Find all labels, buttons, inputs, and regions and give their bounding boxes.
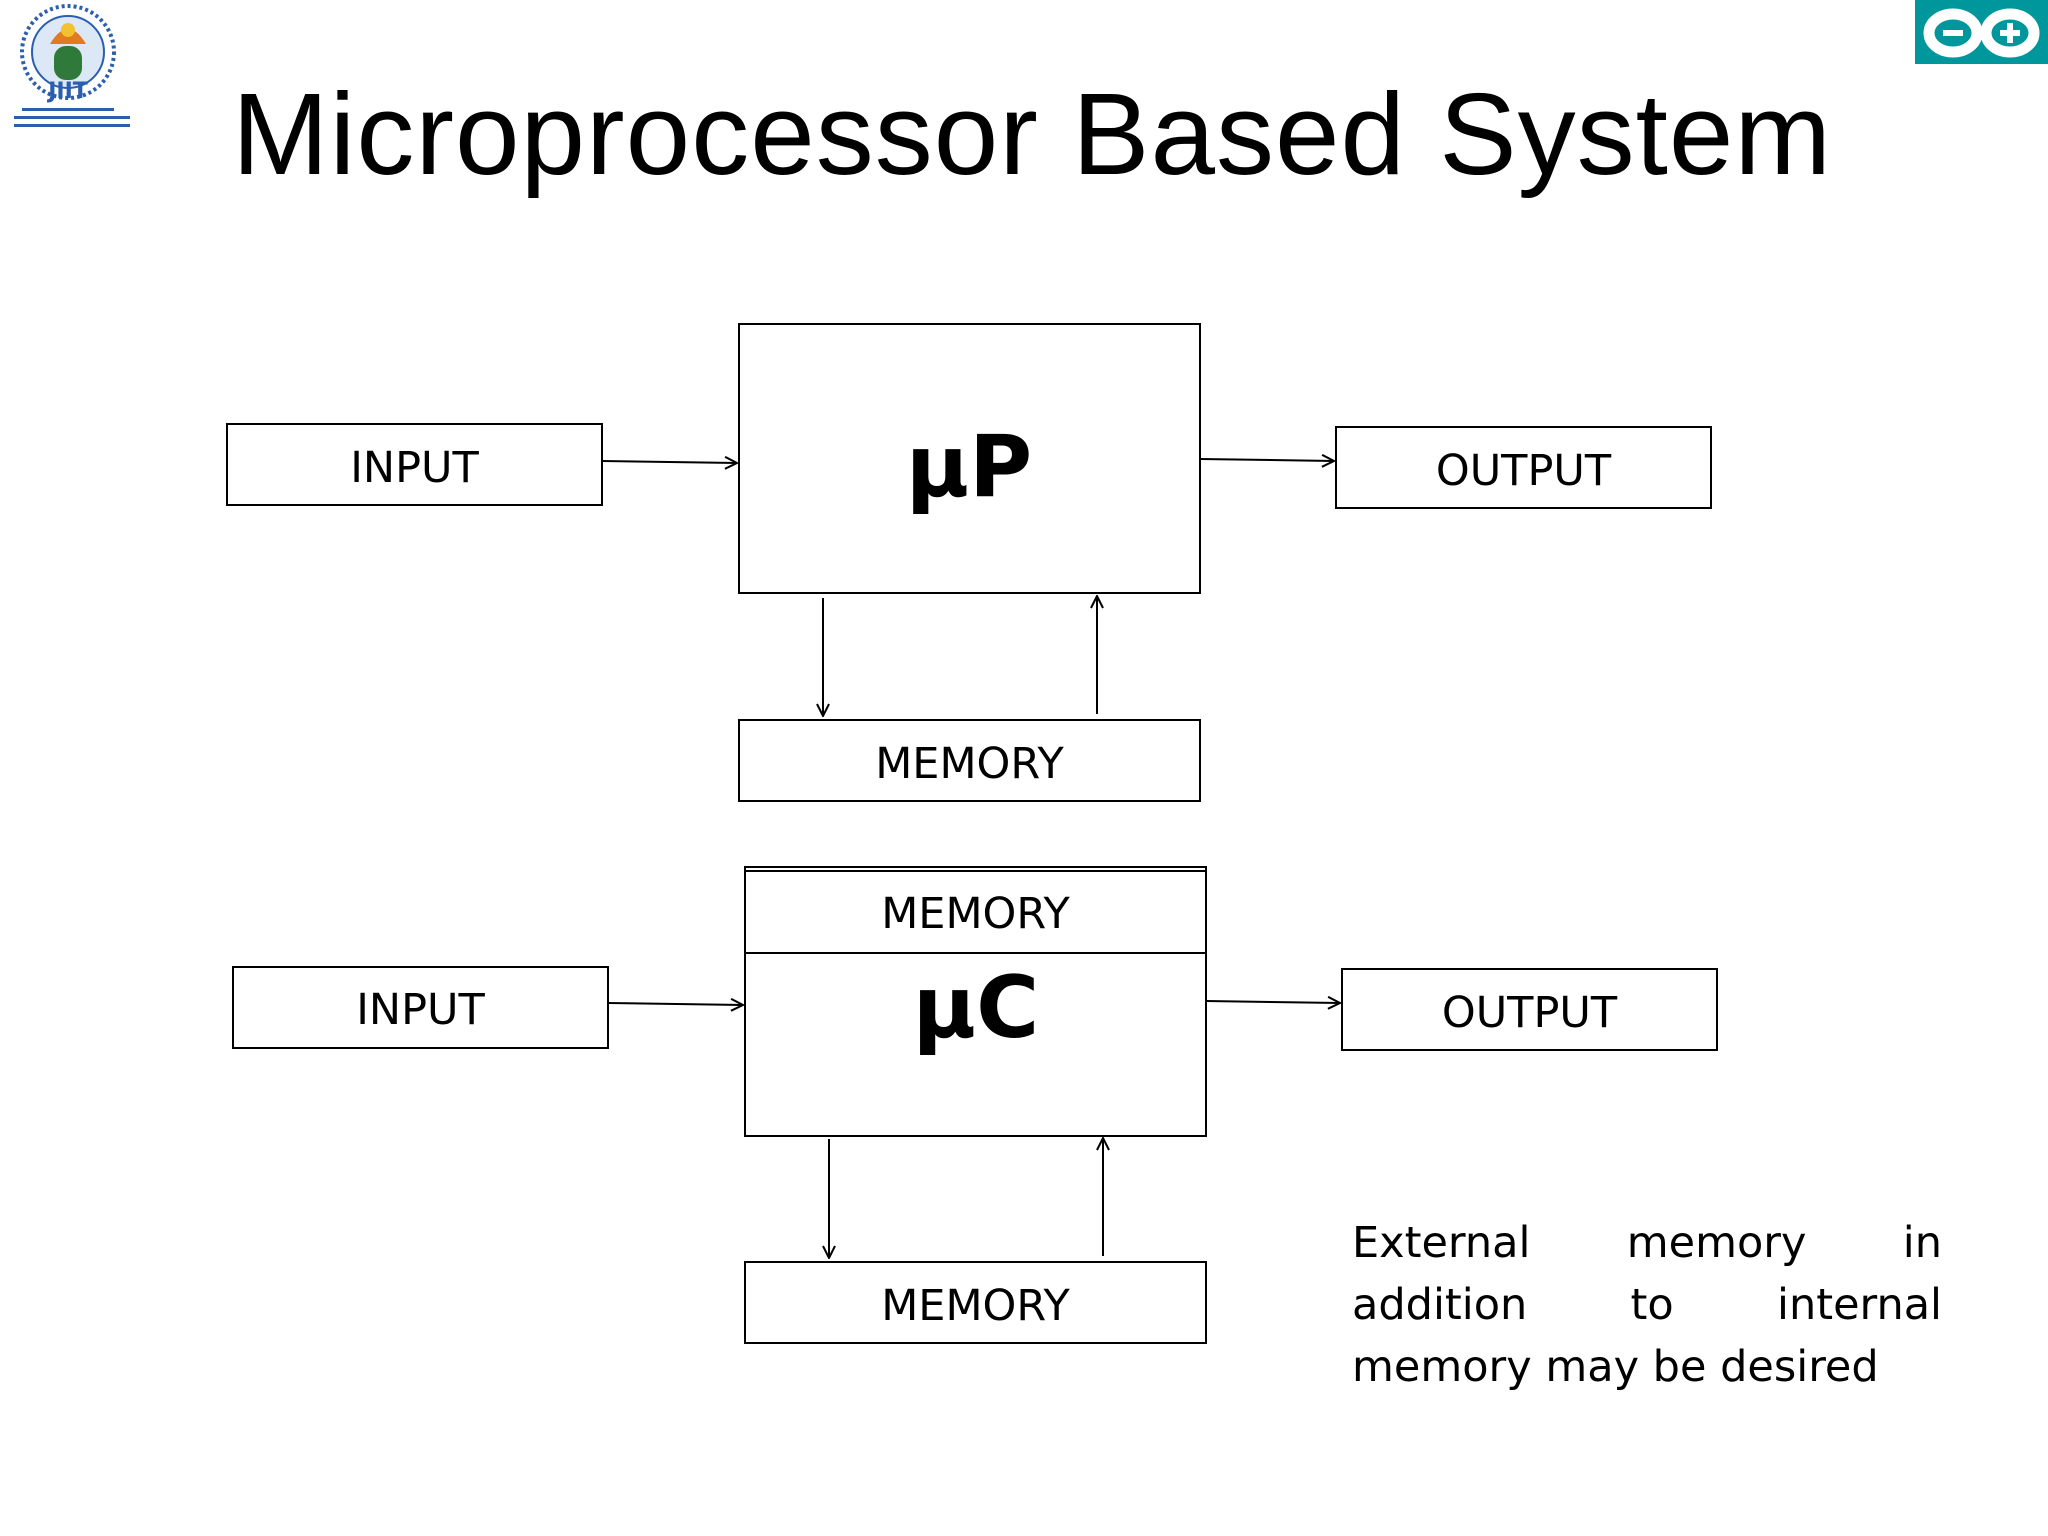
arduino-logo-icon: [1915, 0, 2048, 64]
slide-title: Microprocessor Based System: [232, 69, 1832, 199]
microcontroller-diagram: INPUT MEMORY µC OUTPUT MEMORY: [232, 866, 1718, 1344]
top-memory-box: [738, 719, 1201, 802]
external-memory-box: [744, 1261, 1207, 1344]
top-memory-label: MEMORY: [875, 739, 1064, 789]
institute-logo-text: JIIT: [46, 79, 88, 104]
top-input-box: [226, 423, 603, 506]
top-output-box: [1335, 426, 1712, 509]
bottom-output-label: OUTPUT: [1442, 988, 1618, 1038]
microprocessor-diagram: INPUT µP OUTPUT MEMORY: [226, 323, 1712, 802]
microprocessor-box: [738, 323, 1201, 594]
internal-memory-label: MEMORY: [881, 889, 1070, 939]
top-output-label: OUTPUT: [1436, 446, 1612, 496]
bottom-processor-to-output-arrow: [1205, 1001, 1340, 1003]
top-processor-to-output-arrow: [1199, 459, 1334, 461]
institute-logo-icon: JIIT: [14, 4, 130, 127]
top-input-label: INPUT: [350, 443, 479, 493]
external-memory-label: MEMORY: [881, 1281, 1070, 1331]
bottom-input-to-processor-arrow: [607, 1003, 743, 1005]
bottom-output-box: [1341, 968, 1718, 1051]
top-input-to-processor-arrow: [601, 461, 737, 463]
microprocessor-label: µP: [906, 417, 1032, 517]
microcontroller-box: [744, 866, 1207, 1137]
bottom-input-box: [232, 966, 609, 1049]
microcontroller-label: µC: [913, 958, 1039, 1058]
external-memory-note: External memory in addition to internal …: [1352, 1218, 1942, 1392]
bottom-input-label: INPUT: [356, 985, 485, 1035]
